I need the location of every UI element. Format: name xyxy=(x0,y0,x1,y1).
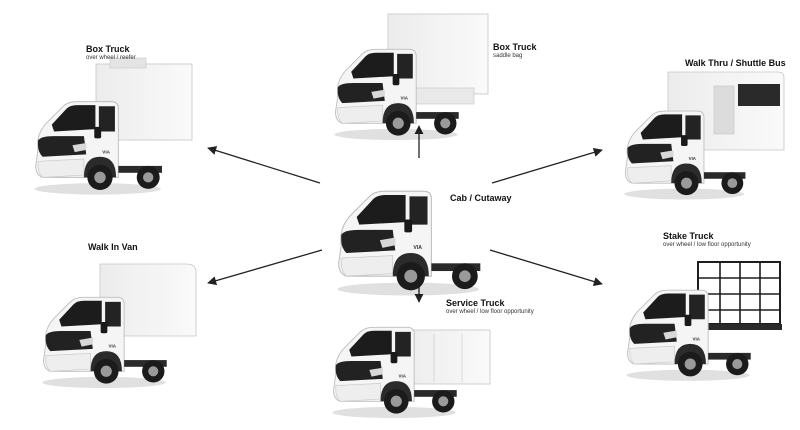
walk-thru-shuttle-image xyxy=(623,71,785,201)
variant-title: Box Truck xyxy=(493,42,537,52)
variant-title: Walk In Van xyxy=(88,242,138,252)
arrow-to-box-truck-reefer xyxy=(207,146,321,184)
variant-title: Service Truck xyxy=(446,298,505,308)
variant-subtitle: over wheel / reefer xyxy=(86,55,136,62)
service-truck-image xyxy=(331,326,491,419)
arrow-to-walk-thru-shuttle xyxy=(491,147,603,184)
variant-subtitle: over wheel / low floor opportunity xyxy=(446,309,534,316)
label-stake-truck: Stake Truck over wheel / low floor oppor… xyxy=(663,231,751,249)
center-title: Cab / Cutaway xyxy=(450,193,512,203)
stake-truck-image xyxy=(625,261,782,382)
label-box-truck-saddle: Box Truck saddle bag xyxy=(493,42,537,60)
arrow-to-walk-in-van xyxy=(207,249,323,286)
arrow-to-stake-truck xyxy=(489,249,603,286)
label-box-truck-reefer: Box Truck over wheel / reefer xyxy=(86,44,136,62)
variant-subtitle: saddle bag xyxy=(493,53,523,60)
box-truck-reefer-image xyxy=(33,57,193,196)
variant-title: Stake Truck xyxy=(663,231,714,241)
label-walk-thru-shuttle: Walk Thru / Shuttle Bus xyxy=(685,58,786,68)
box-truck-saddle-image xyxy=(333,13,489,141)
label-cab-cutaway: Cab / Cutaway xyxy=(450,193,512,203)
cab-cutaway-image xyxy=(336,190,481,297)
label-service-truck: Service Truck over wheel / low floor opp… xyxy=(446,298,534,316)
variant-title: Walk Thru / Shuttle Bus xyxy=(685,58,786,68)
walk-in-van-image xyxy=(41,263,197,389)
variant-subtitle: over wheel / low floor opportunity xyxy=(663,242,751,249)
variant-title: Box Truck xyxy=(86,44,130,54)
label-walk-in-van: Walk In Van xyxy=(88,242,138,252)
